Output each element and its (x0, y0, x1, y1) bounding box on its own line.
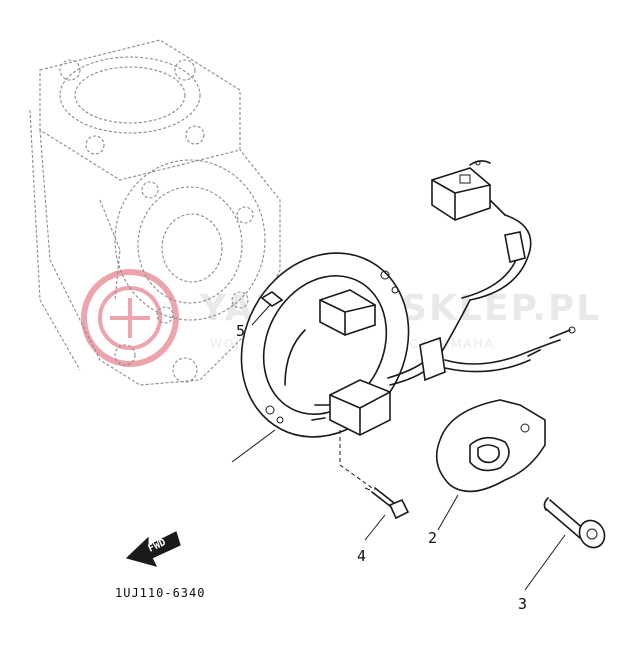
pickup-plate (435, 399, 546, 493)
engine-block-outline (29, 39, 281, 386)
connector (431, 160, 491, 221)
watermark-logo-icon (81, 269, 179, 367)
callout-2: 2 (428, 529, 437, 547)
lower-coil (311, 379, 391, 436)
large-bolt (543, 497, 606, 549)
small-screw (364, 487, 410, 520)
callout-5: 5 (236, 322, 245, 340)
diagram-code: 1UJ110-6340 (115, 586, 205, 600)
fwd-arrow-icon: FWD (125, 531, 181, 567)
stator-plate (240, 252, 410, 438)
wiring-harness (387, 199, 576, 386)
dowel-pin (251, 291, 284, 326)
callout-4: 4 (357, 547, 366, 565)
callout-3: 3 (518, 595, 527, 613)
leader-lines (231, 429, 566, 591)
upper-coil (284, 289, 376, 386)
